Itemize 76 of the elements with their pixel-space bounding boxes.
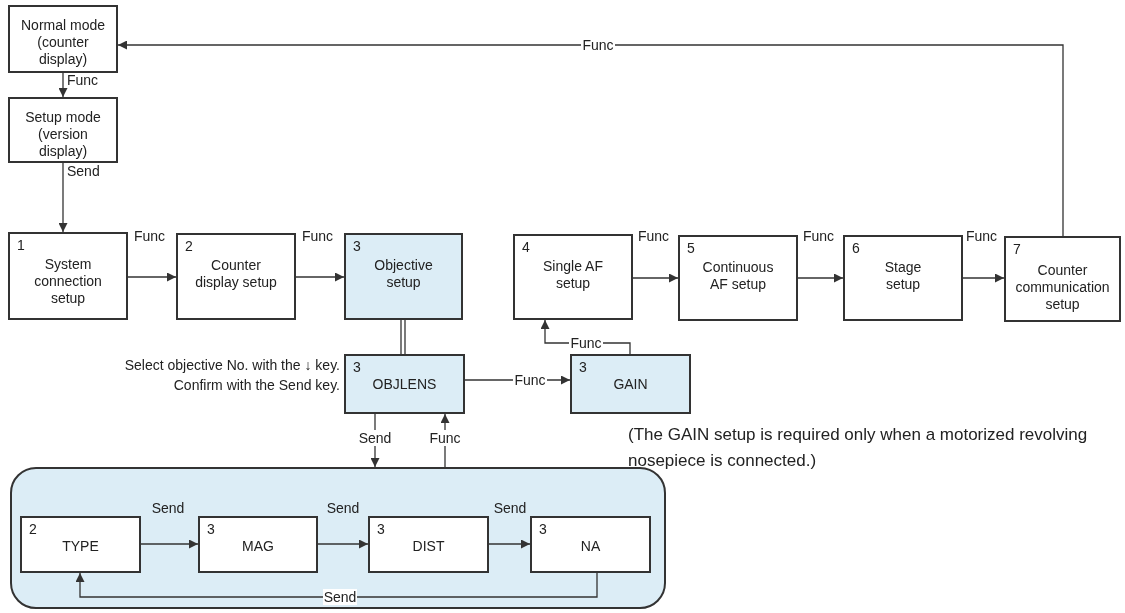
process-box	[843, 235, 963, 321]
edge-label: Send	[326, 500, 360, 516]
box-label: Continuous AF setup	[701, 259, 775, 293]
process-box	[8, 97, 118, 163]
edge-label: Func	[581, 37, 615, 53]
box-label: OBJLENS	[371, 376, 438, 393]
box-label: Setup mode (version display)	[24, 109, 102, 160]
step-number: 3	[377, 521, 385, 537]
edge-label: Send	[151, 500, 185, 516]
step-number: 6	[852, 240, 860, 256]
arrow	[75, 572, 598, 598]
edge-label: Func	[428, 430, 462, 446]
step-number: 2	[185, 238, 193, 254]
step-number: 3	[539, 521, 547, 537]
step-number: 1	[17, 237, 25, 253]
step-number: 3	[353, 238, 361, 254]
edge-label: Func	[302, 228, 334, 244]
step-number: 2	[29, 521, 37, 537]
box-label: MAG	[241, 538, 275, 555]
box-label: TYPE	[61, 538, 100, 555]
process-box	[8, 5, 118, 73]
step-number: 5	[687, 240, 695, 256]
process-box	[1004, 236, 1121, 322]
box-label: DIST	[411, 538, 446, 555]
edge-label: Func	[513, 372, 547, 388]
edge-label: Send	[357, 430, 393, 446]
arrow	[58, 72, 68, 98]
edge-label: Func	[569, 335, 603, 351]
edge-label: Func	[966, 228, 998, 244]
edge-label: Func	[67, 72, 99, 88]
double-connector	[400, 319, 406, 355]
box-label: GAIN	[612, 376, 649, 393]
arrow	[127, 272, 177, 282]
arrow	[317, 539, 369, 549]
arrow	[140, 539, 199, 549]
edge-label: Func	[134, 228, 166, 244]
step-number: 4	[522, 239, 530, 255]
process-box	[198, 516, 318, 573]
process-box	[344, 233, 463, 320]
arrow	[295, 272, 345, 282]
edge-label: Send	[322, 589, 358, 605]
process-box	[530, 516, 651, 573]
arrow	[632, 273, 679, 283]
box-label: Single AF setup	[542, 258, 604, 292]
step-number: 3	[579, 359, 587, 375]
box-label: Objective setup	[373, 257, 434, 291]
arrow	[797, 273, 844, 283]
box-label: Counter display setup	[194, 257, 278, 291]
arrow	[117, 40, 1064, 237]
step-number: 3	[207, 521, 215, 537]
process-box	[513, 234, 633, 320]
instruction-note: Select objective No. with the ↓ key.	[124, 357, 340, 373]
step-number: 7	[1013, 241, 1021, 257]
process-box	[570, 354, 691, 414]
arrow	[962, 273, 1005, 283]
instruction-note: Confirm with the Send key.	[173, 377, 340, 393]
edge-label: Send	[493, 500, 527, 516]
process-box	[8, 232, 128, 320]
box-label: Counter communication setup	[1014, 262, 1111, 313]
box-label: Stage setup	[883, 259, 923, 293]
box-label: Normal mode (counter display)	[20, 17, 106, 68]
step-number: 3	[353, 359, 361, 375]
box-label: NA	[579, 538, 602, 555]
process-box	[176, 233, 296, 320]
process-box	[368, 516, 489, 573]
process-box	[344, 354, 465, 414]
footnote: (The GAIN setup is required only when a motorized revolving nosepiece is connected.)	[628, 424, 1089, 473]
arrow	[488, 539, 531, 549]
edge-label: Func	[638, 228, 670, 244]
process-box	[678, 235, 798, 321]
arrow	[58, 162, 68, 233]
process-box	[20, 516, 141, 573]
group-panel	[10, 467, 666, 609]
box-label: System connection setup	[33, 256, 103, 307]
edge-label: Send	[67, 163, 100, 179]
edge-label: Func	[803, 228, 835, 244]
